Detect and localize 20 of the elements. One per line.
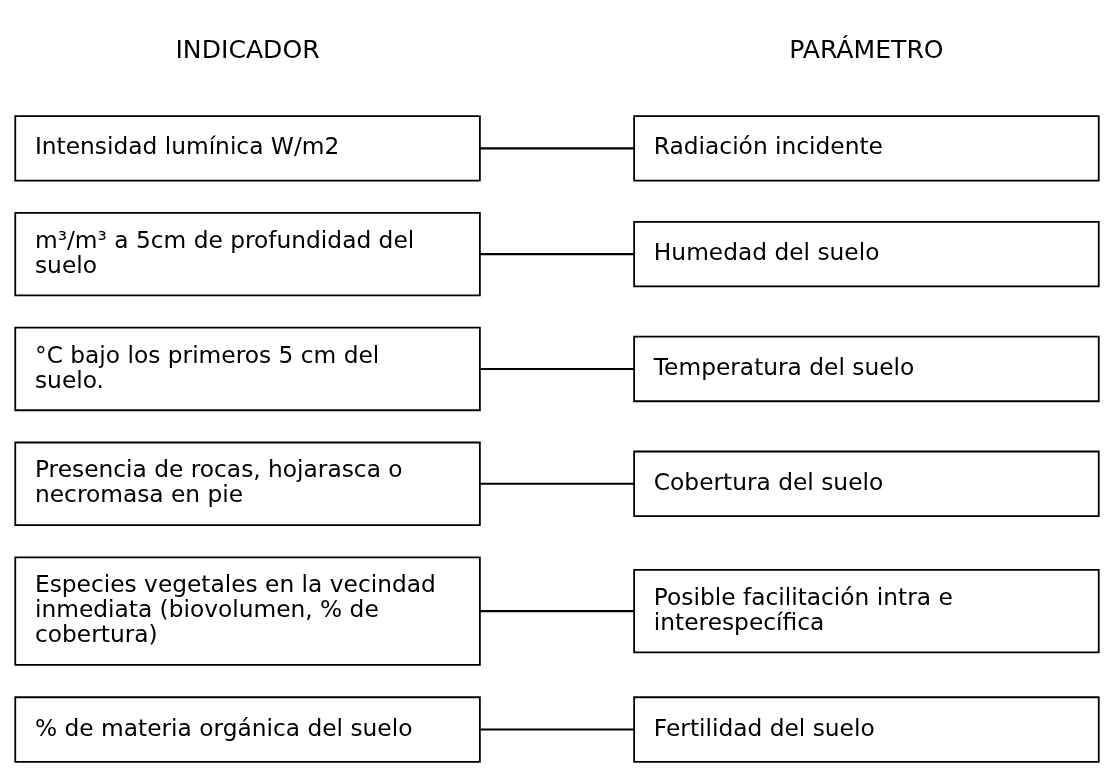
node-box: Intensidad lumínica W/m2 — [14, 115, 481, 182]
node-box: m³/m³ a 5cm de profundidad del suelo — [14, 212, 481, 297]
connector — [480, 728, 635, 731]
node-box: Humedad del suelo — [633, 221, 1100, 288]
node-box: Fertilidad del suelo — [633, 696, 1100, 763]
label: PARÁMETRO — [789, 35, 944, 65]
node-box: Temperatura del suelo — [633, 335, 1100, 403]
node-box: Presencia de rocas, hojarasca o necromasa en pie — [14, 441, 481, 526]
node-box: Cobertura del suelo — [633, 450, 1100, 517]
connector — [480, 367, 635, 371]
connector — [480, 253, 635, 256]
connector — [480, 610, 635, 613]
label: INDICADOR — [175, 35, 320, 65]
connector — [480, 482, 635, 485]
node-box: % de materia orgánica del suelo — [14, 696, 481, 763]
connector — [480, 147, 635, 150]
node-box: °C bajo los primeros 5 cm del suelo. — [14, 326, 481, 412]
node-box: Posible facilitación intra e interespecífica — [633, 569, 1100, 654]
node-box: Especies vegetales en la vecindad inmediata (biovolumen, % de cobertura) — [14, 556, 481, 666]
node-box: Radiación incidente — [633, 115, 1100, 182]
